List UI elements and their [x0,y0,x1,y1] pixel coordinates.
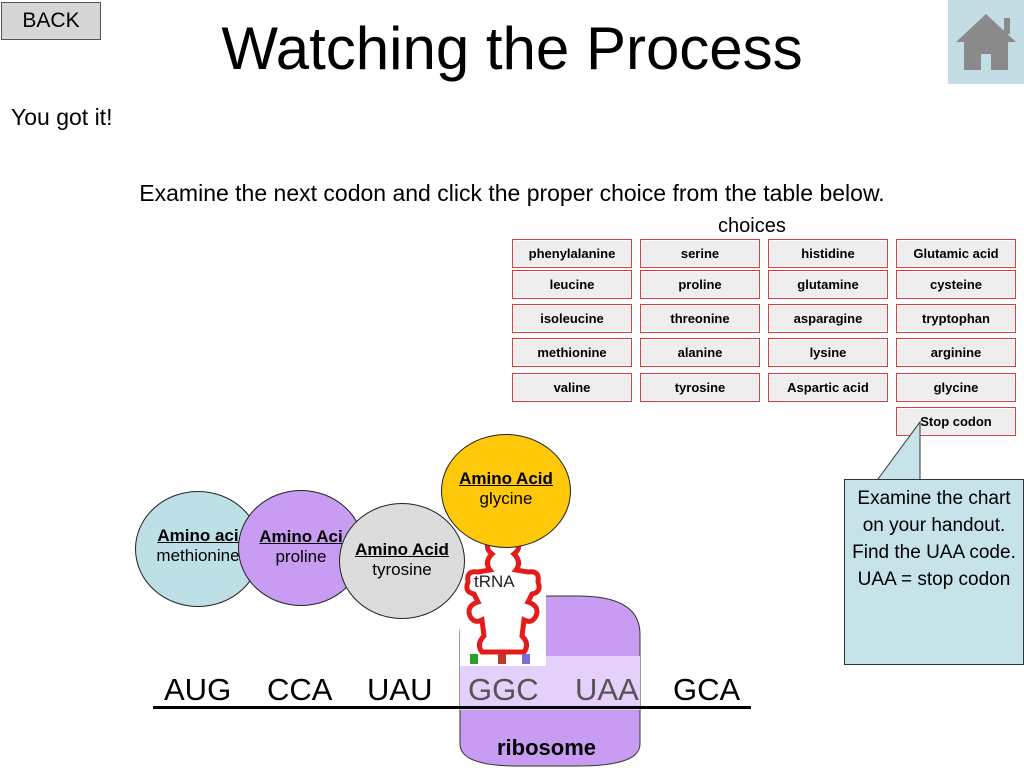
choice-asparagine[interactable]: asparagine [768,304,888,333]
choice-leucine[interactable]: leucine [512,270,632,299]
choice-lysine[interactable]: lysine [768,338,888,367]
codon: UAA [575,672,639,707]
choice-glutamic-acid[interactable]: Glutamic acid [896,239,1016,268]
back-button[interactable]: BACK [1,2,101,40]
choice-valine[interactable]: valine [512,373,632,402]
mrna-strand [153,706,751,709]
home-button[interactable] [948,0,1024,84]
codon: UAU [367,672,433,707]
choice-tyrosine[interactable]: tyrosine [640,373,760,402]
codon: CCA [267,672,333,707]
codon: GGC [468,672,539,707]
choice-threonine[interactable]: threonine [640,304,760,333]
choice-tryptophan[interactable]: tryptophan [896,304,1016,333]
choice-isoleucine[interactable]: isoleucine [512,304,632,333]
trna-label: tRNA [474,572,515,591]
choice-arginine[interactable]: arginine [896,338,1016,367]
codon: GCA [673,672,741,707]
choice-proline[interactable]: proline [640,270,760,299]
choice-cysteine[interactable]: cysteine [896,270,1016,299]
feedback-text: You got it! [11,104,113,130]
choice-serine[interactable]: serine [640,239,760,268]
choice-phenylalanine[interactable]: phenylalanine [512,239,632,268]
choice-glutamine[interactable]: glutamine [768,270,888,299]
choice-glycine[interactable]: glycine [896,373,1016,402]
choice-histidine[interactable]: histidine [768,239,888,268]
choices-label: choices [718,215,786,237]
instruction-text: Examine the next codon and click the pro… [139,180,885,206]
choice-aspartic-acid[interactable]: Aspartic acid [768,373,888,402]
choice-methionine[interactable]: methionine [512,338,632,367]
page-title: Watching the Process [221,15,803,82]
trna-shape [460,532,546,666]
choice-alanine[interactable]: alanine [640,338,760,367]
callout-pointer [877,420,921,480]
ribosome-label: ribosome [497,735,597,760]
house-icon [956,14,1016,70]
hint-callout: Examine the chart on your handout. Find … [844,479,1024,665]
codon: AUG [164,672,232,707]
